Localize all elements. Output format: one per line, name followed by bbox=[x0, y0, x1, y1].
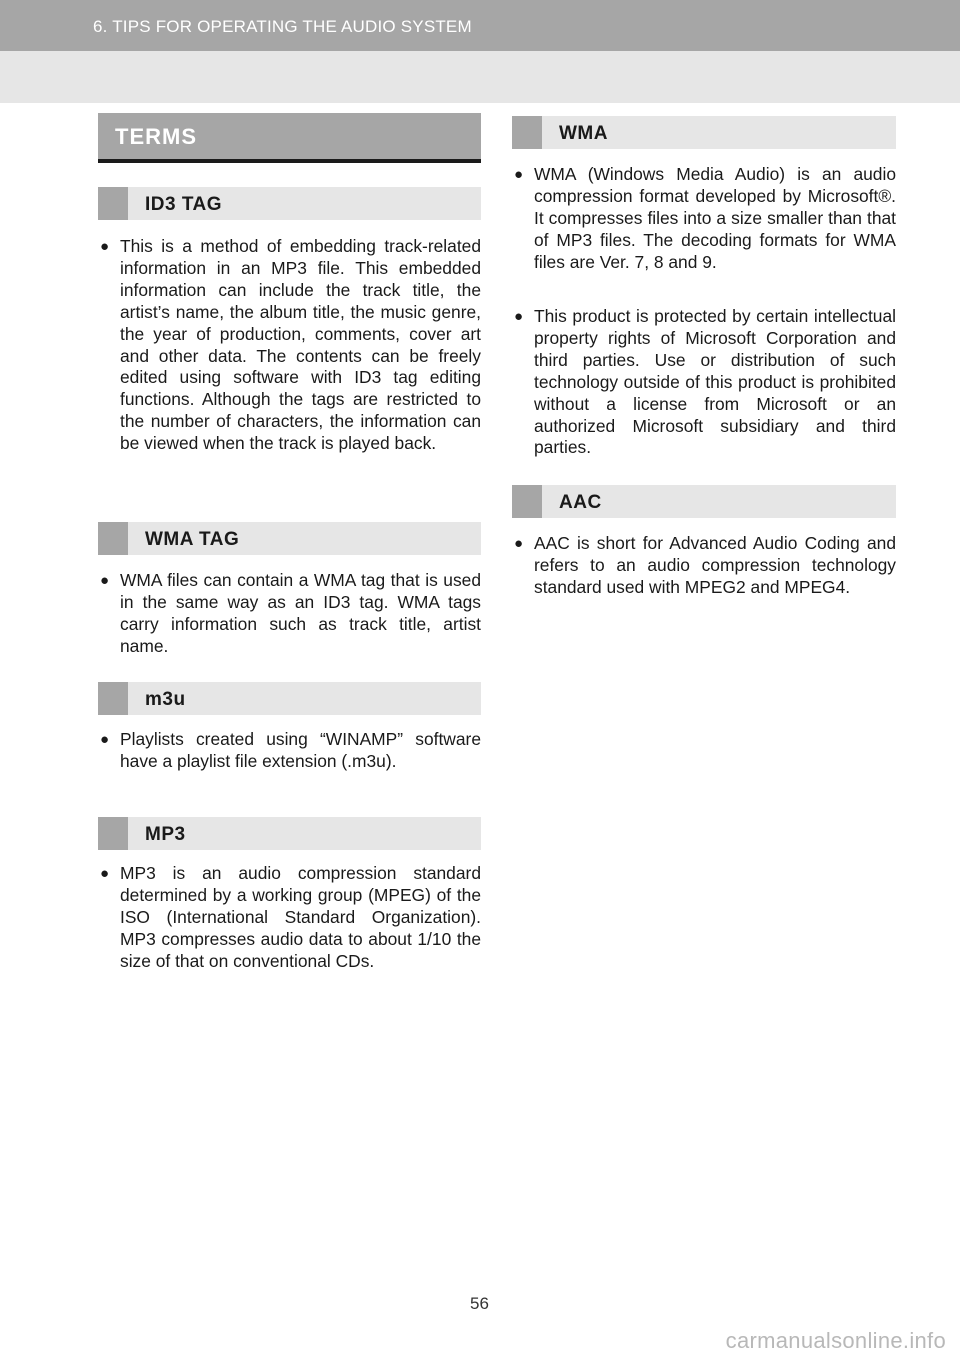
m3u-paragraph: ● Playlists created using “WINAMP” softw… bbox=[98, 729, 481, 773]
wma-tag-paragraph: ● WMA files can contain a WMA tag that i… bbox=[98, 570, 481, 658]
heading-marker bbox=[98, 817, 128, 850]
watermark: carmanualsonline.info bbox=[725, 1328, 946, 1353]
aac-paragraph: ● AAC is short for Advanced Audio Coding… bbox=[512, 533, 896, 599]
section-heading-label: AAC bbox=[559, 492, 602, 513]
section-heading-label: WMA bbox=[559, 123, 608, 144]
chapter-title: 6. TIPS FOR OPERATING THE AUDIO SYSTEM bbox=[93, 17, 472, 36]
wma-text-1: WMA (Windows Media Audio) is an audio co… bbox=[534, 164, 896, 272]
heading-marker bbox=[512, 485, 542, 518]
bullet-icon: ● bbox=[514, 166, 524, 183]
bullet-icon: ● bbox=[100, 865, 110, 882]
wma-text-2: This product is protected by certain int… bbox=[534, 306, 896, 458]
mp3-text: MP3 is an audio compression standard det… bbox=[120, 863, 481, 971]
section-heading-mp3: MP3 bbox=[98, 817, 481, 850]
section-heading-m3u: m3u bbox=[98, 682, 481, 715]
aac-text: AAC is short for Advanced Audio Coding a… bbox=[534, 533, 896, 597]
heading-marker bbox=[98, 522, 128, 555]
section-heading-wma-tag: WMA TAG bbox=[98, 522, 481, 555]
bullet-icon: ● bbox=[514, 535, 524, 552]
id3-tag-paragraph: ● This is a method of embedding track-re… bbox=[98, 236, 481, 455]
heading-marker bbox=[512, 116, 542, 149]
wma-paragraph-2: ● This product is protected by certain i… bbox=[512, 306, 896, 459]
id3-tag-text: This is a method of embedding track-rela… bbox=[120, 236, 481, 454]
terms-title: TERMS bbox=[115, 124, 197, 149]
section-heading-label: WMA TAG bbox=[145, 529, 240, 550]
header-bar: 6. TIPS FOR OPERATING THE AUDIO SYSTEM bbox=[0, 0, 960, 51]
section-heading-label: ID3 TAG bbox=[145, 194, 223, 215]
wma-paragraph-1: ● WMA (Windows Media Audio) is an audio … bbox=[512, 164, 896, 274]
bullet-icon: ● bbox=[100, 238, 110, 255]
heading-marker bbox=[98, 682, 128, 715]
m3u-text: Playlists created using “WINAMP” softwar… bbox=[120, 729, 481, 771]
section-heading-aac: AAC bbox=[512, 485, 896, 518]
bullet-icon: ● bbox=[100, 572, 110, 589]
heading-marker bbox=[98, 187, 128, 220]
bullet-icon: ● bbox=[100, 731, 110, 748]
page-number: 56 bbox=[470, 1294, 489, 1313]
section-heading-id3-tag: ID3 TAG bbox=[98, 187, 481, 220]
section-heading-wma: WMA bbox=[512, 116, 896, 149]
section-heading-label: m3u bbox=[145, 689, 186, 710]
wma-tag-text: WMA files can contain a WMA tag that is … bbox=[120, 570, 481, 656]
terms-heading-box: TERMS bbox=[98, 113, 481, 163]
bullet-icon: ● bbox=[514, 308, 524, 325]
mp3-paragraph: ● MP3 is an audio compression standard d… bbox=[98, 863, 481, 973]
section-heading-label: MP3 bbox=[145, 824, 186, 845]
